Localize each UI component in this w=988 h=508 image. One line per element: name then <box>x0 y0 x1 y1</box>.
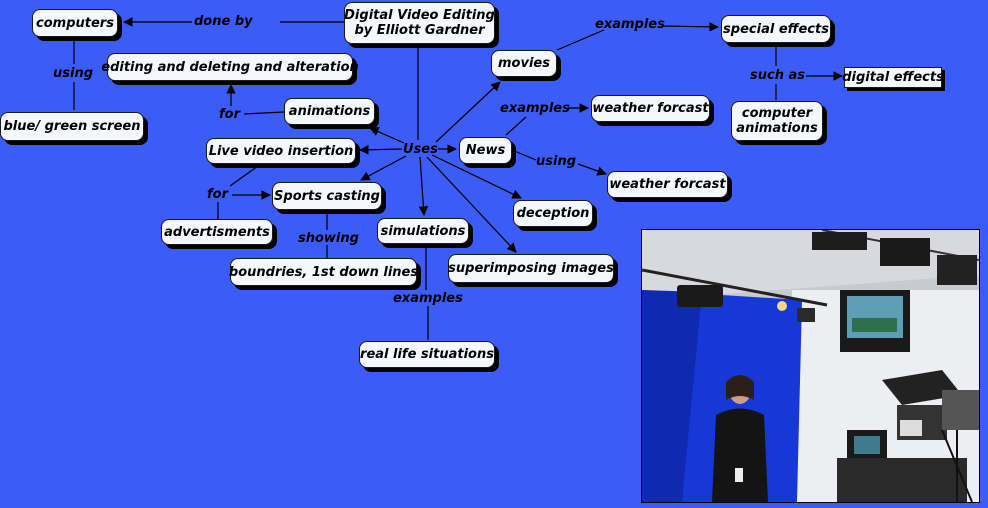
node-movies[interactable]: movies <box>491 50 557 77</box>
link-label-for-live-video: for <box>207 187 228 202</box>
node-boundries[interactable]: boundries, 1st down lines <box>230 258 417 286</box>
node-computers[interactable]: computers <box>32 9 118 37</box>
node-computer-animations[interactable]: computer animations <box>731 101 823 141</box>
node-weather-forcast-examples[interactable]: weather forcast <box>591 95 710 122</box>
node-special-effects[interactable]: special effects <box>721 15 831 43</box>
node-animations[interactable]: animations <box>284 98 375 125</box>
link-label-examples-news: examples <box>500 101 570 116</box>
node-deception[interactable]: deception <box>513 200 593 227</box>
computer-animations-line-1: computer <box>736 106 817 121</box>
link-label-examples-simulations: examples <box>393 291 463 306</box>
node-editing[interactable]: editing and deleting and alteration <box>107 53 353 81</box>
link-label-using-computers: using <box>53 66 93 81</box>
node-live-video-insertion[interactable]: Live video insertion <box>206 138 356 164</box>
computer-animations-line-2: animations <box>736 121 817 136</box>
studio-photo <box>641 229 980 503</box>
link-label-examples-movies: examples <box>595 17 665 32</box>
node-news[interactable]: News <box>459 137 512 164</box>
node-digital-effects[interactable]: digital effects <box>844 67 942 88</box>
link-label-showing: showing <box>298 231 359 246</box>
node-advertisments[interactable]: advertisments <box>161 219 273 245</box>
node-weather-forcast-using[interactable]: weather forcast <box>607 171 728 198</box>
node-superimposing-images[interactable]: superimposing images <box>448 254 614 283</box>
link-label-done-by: done by <box>194 14 253 29</box>
studio-photo-illustration <box>642 230 979 502</box>
node-sports-casting[interactable]: Sports casting <box>272 182 382 210</box>
title-node[interactable]: Digital Video Editing by Elliott Gardner <box>344 2 495 44</box>
link-label-using-news: using <box>536 154 576 169</box>
link-label-such-as: such as <box>750 68 805 83</box>
node-blue-green-screen[interactable]: blue/ green screen <box>0 112 144 141</box>
link-label-uses: Uses <box>403 142 438 157</box>
title-line-2: by Elliott Gardner <box>344 23 495 38</box>
node-real-life-situations[interactable]: real life situations <box>359 341 495 368</box>
node-simulations[interactable]: simulations <box>377 218 469 244</box>
title-line-1: Digital Video Editing <box>344 8 495 23</box>
link-label-for-animations: for <box>219 107 240 122</box>
